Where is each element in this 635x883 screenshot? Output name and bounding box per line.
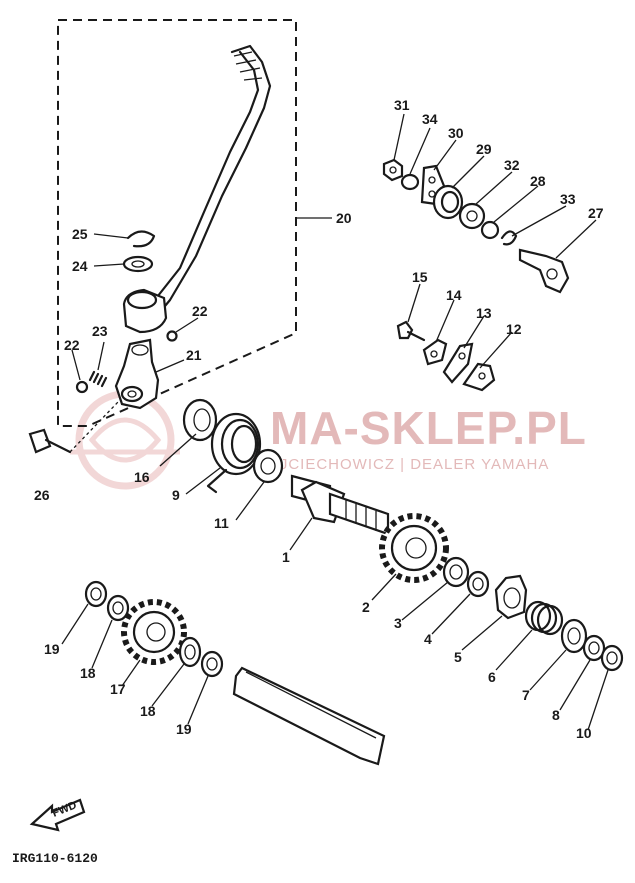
guide-12 <box>462 362 496 392</box>
kick-gear-2 <box>379 513 449 583</box>
callout-25: 25 <box>72 226 88 242</box>
callout-5: 5 <box>454 649 462 665</box>
clip-33 <box>500 230 518 246</box>
callout-28: 28 <box>530 173 546 189</box>
washer-8 <box>582 634 606 662</box>
washer-18-right <box>178 636 202 668</box>
leader-lines <box>61 113 609 731</box>
boss-21 <box>114 338 160 410</box>
watermark-logo <box>70 390 180 490</box>
callout-1: 1 <box>282 549 290 565</box>
kick-lever <box>122 44 272 334</box>
circlip-10 <box>600 644 624 672</box>
spring-23 <box>88 370 108 388</box>
washer-24 <box>122 255 154 273</box>
callout-23: 23 <box>92 323 108 339</box>
callout-18-left: 18 <box>80 665 96 681</box>
spring-6 <box>524 600 564 636</box>
circlip-25 <box>126 230 156 248</box>
callout-22-upper: 22 <box>192 303 208 319</box>
callout-29: 29 <box>476 141 492 157</box>
callout-22-lower: 22 <box>64 337 80 353</box>
callout-6: 6 <box>488 669 496 685</box>
washer-18-left <box>106 594 130 622</box>
bolt-15 <box>396 320 426 342</box>
callout-32: 32 <box>504 157 520 173</box>
callout-33: 33 <box>560 191 576 207</box>
reference-shaft <box>232 666 386 766</box>
callout-labels: 31 34 30 29 32 28 33 27 20 25 24 22 23 2… <box>34 97 604 741</box>
shaft-27 <box>518 248 570 294</box>
bushing-29 <box>432 184 464 220</box>
kick-axle-1 <box>290 474 390 536</box>
washer-19-left <box>84 580 108 608</box>
callout-12: 12 <box>506 321 522 337</box>
callout-17: 17 <box>110 681 126 697</box>
idler-gear-17 <box>121 599 187 665</box>
plate-14 <box>422 338 448 366</box>
callout-2: 2 <box>362 599 370 615</box>
washer-3 <box>442 556 470 588</box>
callout-13: 13 <box>476 305 492 321</box>
watermark: MA-SKLEP.PL WOJCIECHOWICZ | DEALER YAMAH… <box>70 390 587 490</box>
bolt-26 <box>28 401 119 454</box>
callout-3: 3 <box>394 615 402 631</box>
callout-24: 24 <box>72 258 88 274</box>
callout-4: 4 <box>424 631 432 647</box>
callout-26: 26 <box>34 487 50 503</box>
callout-14: 14 <box>446 287 462 303</box>
callout-27: 27 <box>588 205 604 221</box>
assembly-20-dashed-outline <box>57 19 297 427</box>
torsion-spring-9 <box>206 412 262 494</box>
callout-11: 11 <box>214 515 229 531</box>
callout-18-right: 18 <box>140 703 156 719</box>
oil-seal-16 <box>182 398 218 442</box>
callout-16: 16 <box>134 469 150 485</box>
plate-13 <box>442 342 474 384</box>
callout-7: 7 <box>522 687 530 703</box>
callout-10: 10 <box>576 725 592 741</box>
washer-34 <box>400 173 420 191</box>
washer-32 <box>458 202 486 230</box>
ball-22-lower <box>75 380 89 394</box>
washer-28 <box>480 220 500 240</box>
washer-7 <box>560 618 588 654</box>
watermark-sub-text: WOJCIECHOWICZ | DEALER YAMAHA <box>252 456 549 473</box>
watermark-main-text: MA-SKLEP.PL <box>270 402 587 454</box>
callout-19-left: 19 <box>44 641 60 657</box>
ratchet-5 <box>494 574 528 620</box>
callout-34: 34 <box>422 111 438 127</box>
callout-8: 8 <box>552 707 560 723</box>
callout-19-right: 19 <box>176 721 192 737</box>
fwd-arrow-icon: FWD <box>29 798 86 832</box>
callout-20: 20 <box>336 210 352 226</box>
callout-31: 31 <box>394 97 410 113</box>
circlip-4 <box>466 570 490 598</box>
callout-15: 15 <box>412 269 428 285</box>
circlip-19-right <box>200 650 224 678</box>
callout-21: 21 <box>186 347 202 363</box>
callout-30: 30 <box>448 125 464 141</box>
collar-11 <box>252 448 284 484</box>
nut-31 <box>382 158 404 182</box>
ball-22-upper <box>166 330 178 342</box>
callout-9: 9 <box>172 487 180 503</box>
drawing-code: IRG110-6120 <box>12 851 98 866</box>
